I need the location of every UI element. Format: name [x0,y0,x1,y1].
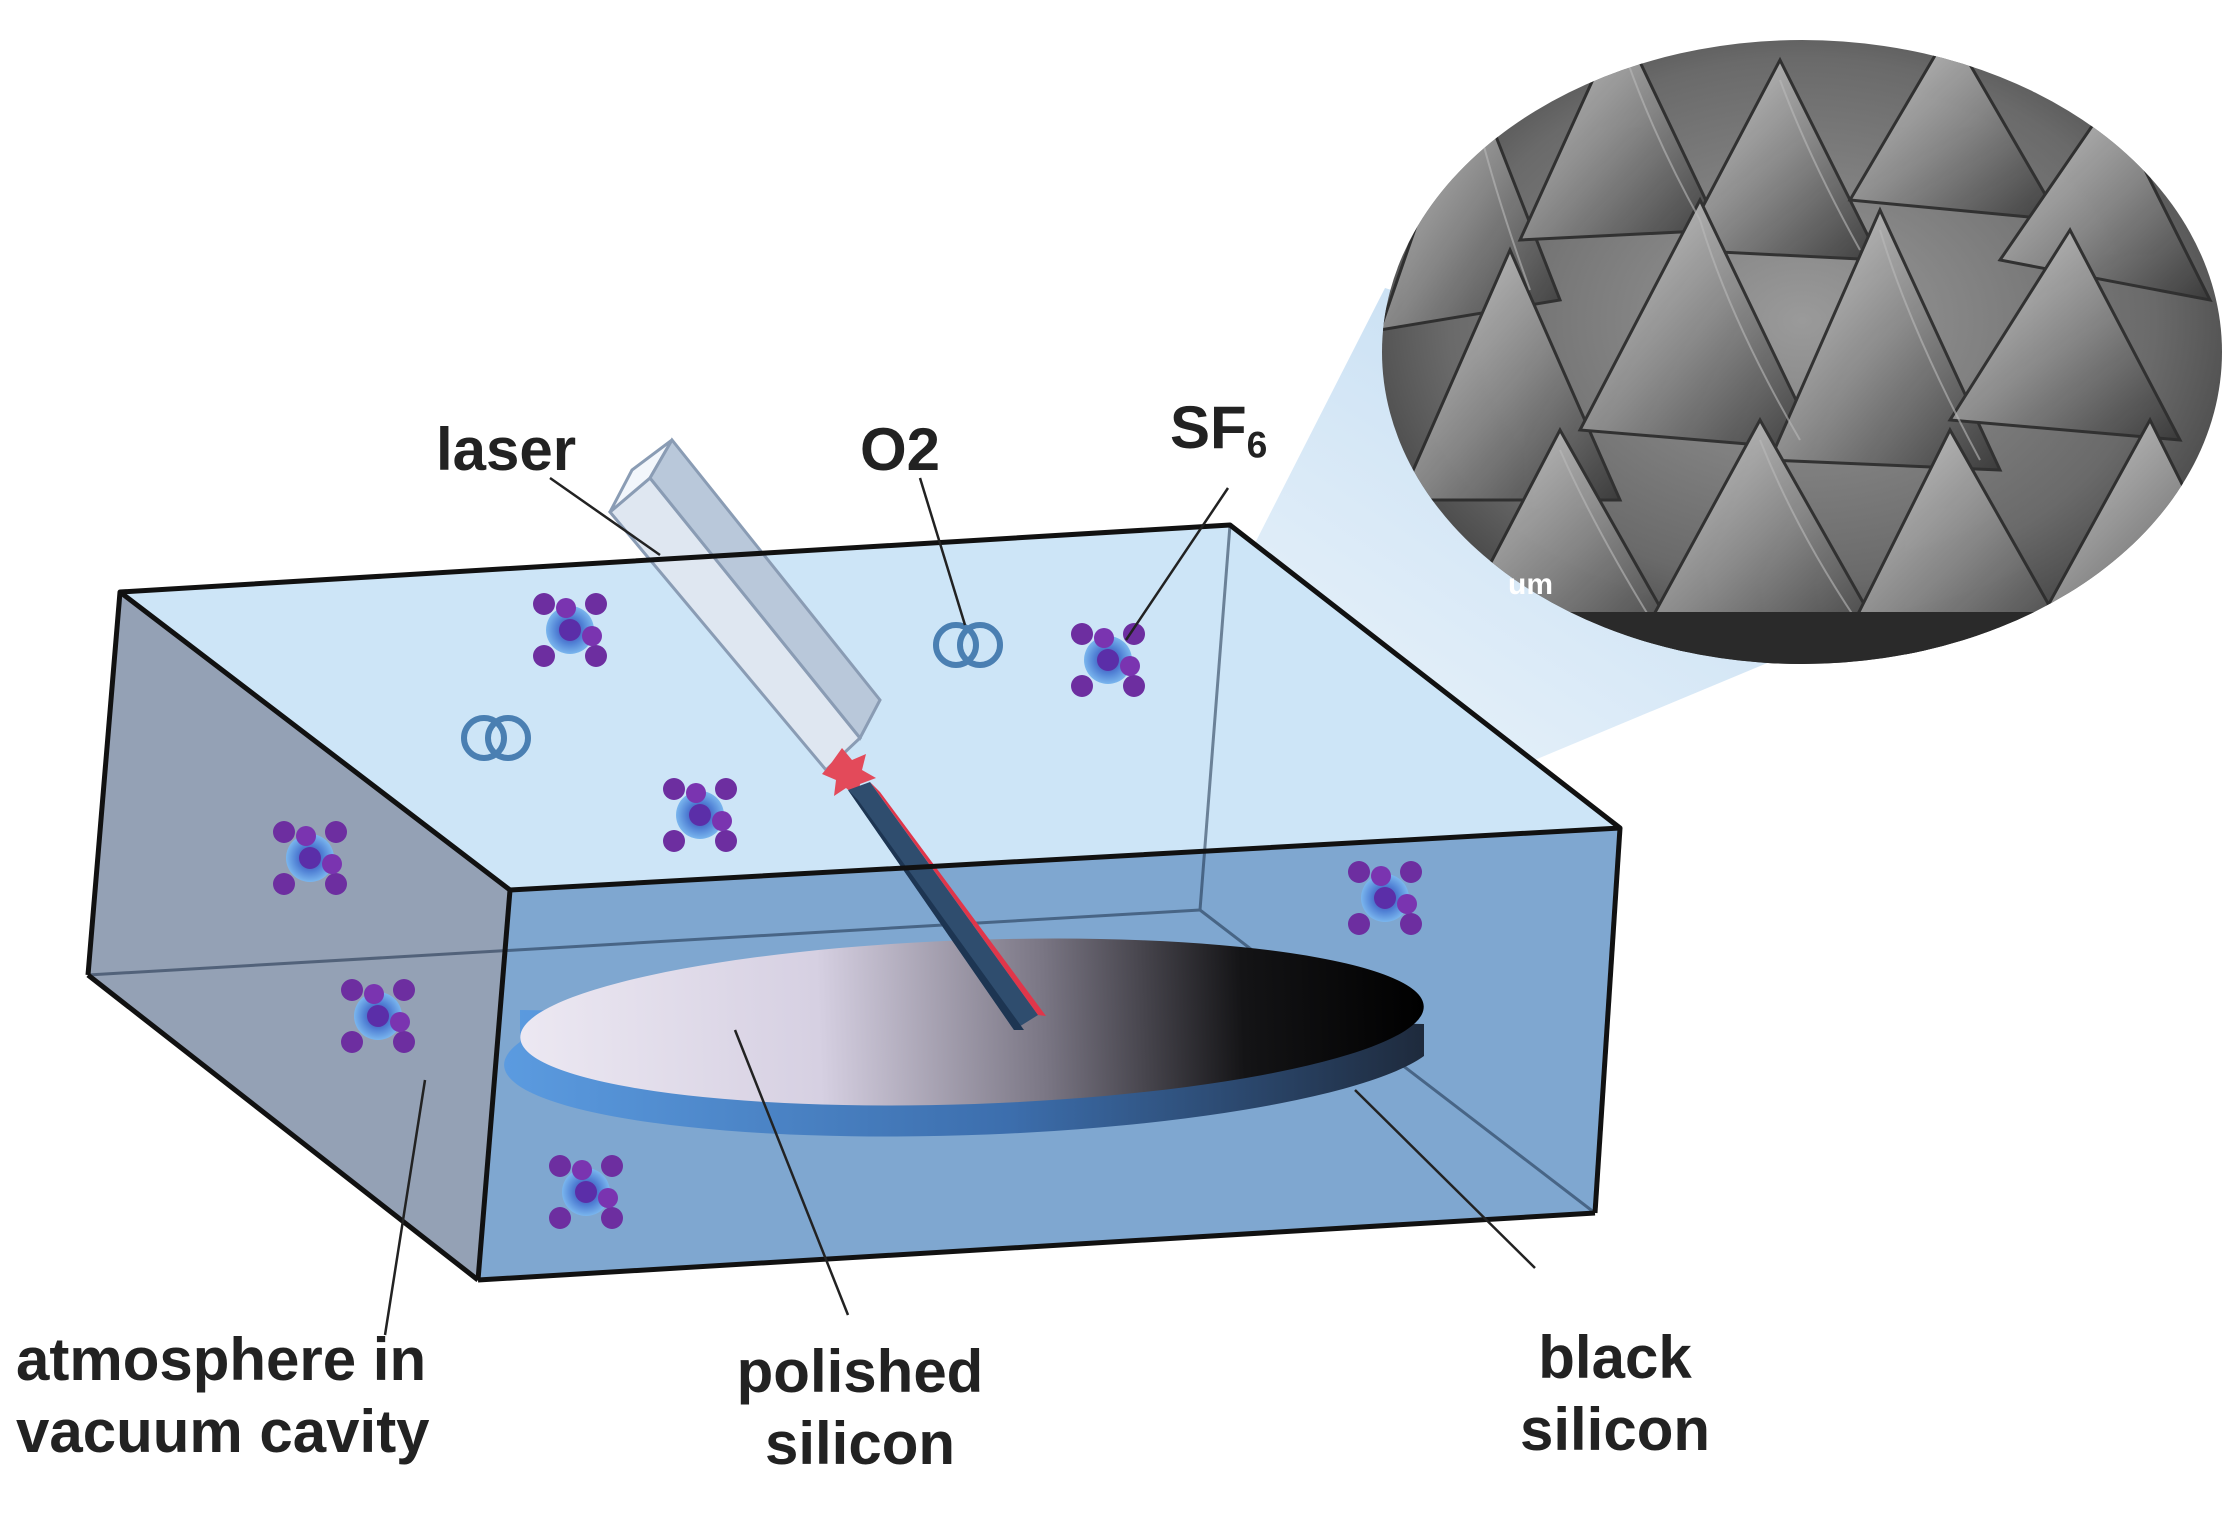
chamber-side-face [88,592,510,1280]
sem-micrograph-inset: um [1382,40,2222,664]
label-sf6: SF6 [1170,398,1267,464]
sem-scale-text: um [1508,568,1553,601]
leader-laser [549,476,661,557]
label-sf6-main: SF [1170,394,1247,461]
label-polished-silicon: polished silicon [700,1336,1020,1480]
silicon-wafer [504,938,1424,1137]
label-sf6-subscript: 6 [1246,423,1268,466]
label-black-line2: silicon [1519,1396,1711,1463]
label-polished-line1: polished [736,1338,984,1405]
label-laser: laser [436,416,577,483]
label-atmosphere-line1: atmosphere in [16,1326,427,1393]
label-atmosphere-line2: vacuum cavity [16,1398,430,1465]
chamber-edges [85,522,1623,1283]
laser-beam [607,437,1046,1030]
leader-o2 [918,477,967,626]
label-black-silicon: black silicon [1470,1322,1760,1466]
leader-atmosphere [383,1079,427,1336]
leader-lines [383,476,1536,1336]
label-black-line1: black [1538,1324,1692,1391]
leader-polished [733,1029,850,1316]
label-atmosphere: atmosphere in vacuum cavity [16,1324,430,1468]
laser-pulse [848,782,1038,1030]
label-o2: O2 [860,416,941,483]
label-polished-line2: silicon [764,1410,956,1477]
laser-impact-glow [822,748,876,798]
leader-sf6 [1124,487,1230,641]
leader-black [1354,1089,1536,1269]
